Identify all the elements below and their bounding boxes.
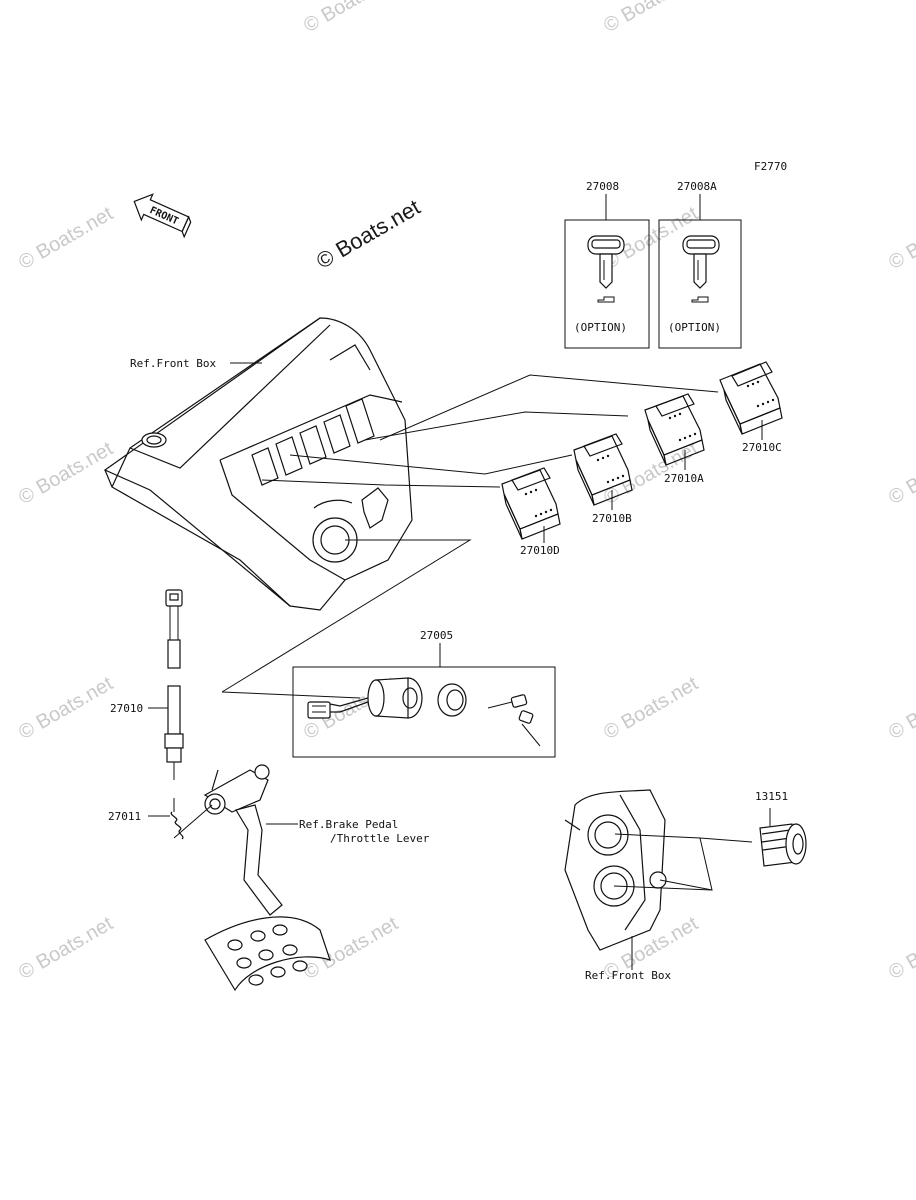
switch-27010A — [644, 393, 705, 470]
key-27008A: 27008A (OPTION) — [658, 180, 742, 349]
ignition-kit-box — [292, 666, 556, 758]
part-label-27010D: 27010D — [520, 544, 560, 557]
stop-switch-27010 — [164, 589, 184, 780]
ignition-switch — [307, 677, 423, 719]
switch-27010D — [501, 467, 561, 543]
option-caption-27008: (OPTION) — [574, 321, 627, 334]
power-socket-13151 — [759, 808, 807, 867]
ref-front-box-top: Ref.Front Box — [130, 357, 216, 370]
front-box-top — [103, 317, 413, 611]
part-label-27010B: 27010B — [592, 512, 632, 525]
part-label-27010C: 27010C — [742, 441, 782, 454]
key-27008: 27008 (OPTION) — [564, 180, 650, 349]
ignition-keys — [487, 694, 541, 747]
figure-code: F2770 — [754, 160, 787, 173]
ref-front-box-bottom: Ref.Front Box — [585, 969, 671, 982]
part-label-27010A: 27010A — [664, 472, 704, 485]
front-box-bottom — [564, 789, 667, 951]
part-label-27008: 27008 — [586, 180, 619, 193]
switch-27010B — [573, 433, 633, 510]
switch-27010C — [719, 361, 783, 440]
part-label-13151: 13151 — [755, 790, 788, 803]
brake-pedal — [203, 764, 331, 992]
part-label-27011: 27011 — [108, 810, 141, 823]
part-label-27005: 27005 — [420, 629, 453, 642]
front-arrow-icon: FRONT — [133, 193, 192, 239]
spring-27011 — [170, 798, 184, 840]
part-label-27008A: 27008A — [677, 180, 717, 193]
part-label-27010: 27010 — [110, 702, 143, 715]
ignition-bezel — [437, 683, 467, 717]
ref-brake-pedal-line1: Ref.Brake Pedal — [299, 818, 398, 831]
option-caption-27008A: (OPTION) — [668, 321, 721, 334]
ref-brake-pedal-line2: /Throttle Lever — [330, 832, 430, 845]
